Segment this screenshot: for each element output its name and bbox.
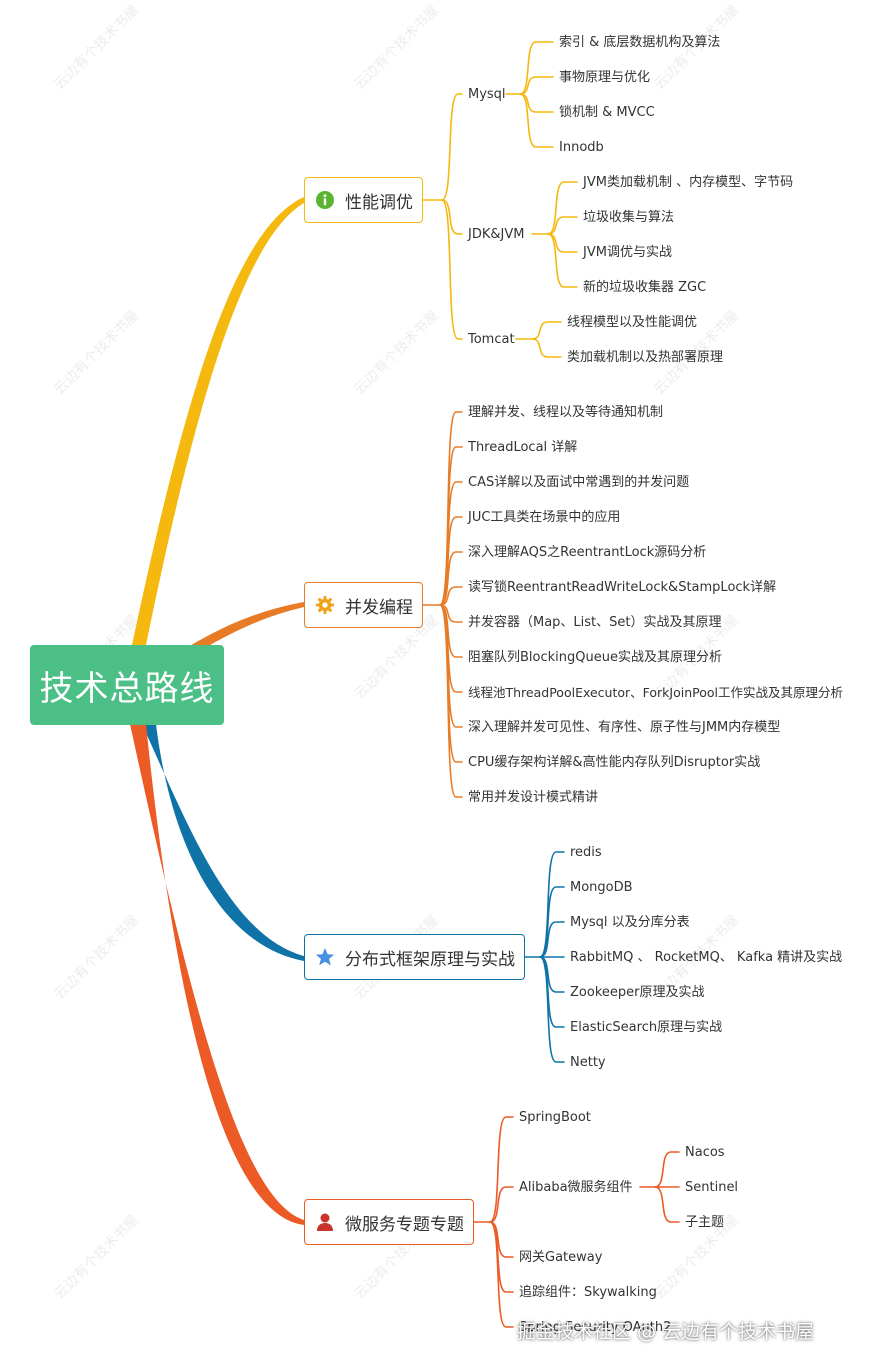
watermark-text: 云边有个技术书屋	[352, 2, 443, 93]
leaf-item[interactable]: 线程模型以及性能调优	[567, 315, 698, 330]
connector-line	[439, 551, 463, 606]
connector-line	[539, 921, 565, 958]
leaf-item[interactable]: 深入理解并发可见性、有序性、原子性与JMM内存模型	[468, 720, 781, 735]
connector-line	[547, 181, 578, 235]
connector-line	[531, 338, 562, 358]
leaf-item[interactable]: 垃圾收集与算法	[583, 210, 675, 225]
connector-line	[519, 76, 554, 95]
connector-line	[439, 604, 463, 693]
connector-line	[654, 1151, 680, 1188]
gear-icon	[315, 595, 335, 615]
leaf-item[interactable]: 深入理解AQS之ReentrantLock源码分析	[468, 545, 707, 560]
connector-line	[531, 321, 562, 340]
leaf-item[interactable]: 网关Gateway	[519, 1250, 603, 1265]
leaf-item[interactable]: 并发容器（Map、List、Set）实战及其原理	[468, 615, 722, 630]
connector-line	[489, 1221, 514, 1328]
star-icon	[315, 947, 335, 967]
leaf-item[interactable]: Sentinel	[685, 1180, 739, 1195]
leaf-item[interactable]: CPU缓存架构详解&高性能内存队列Disruptor实战	[468, 755, 761, 770]
trunk-microservices	[130, 724, 304, 1225]
branch-concurrency[interactable]: 并发编程	[304, 582, 423, 628]
leaf-item[interactable]: JVM调优与实战	[583, 245, 672, 260]
leaf-item[interactable]: 阻塞队列BlockingQueue实战及其原理分析	[468, 650, 722, 665]
connector-line	[519, 41, 554, 95]
leaf-item[interactable]: Nacos	[685, 1145, 725, 1160]
connector-line	[439, 604, 463, 798]
leaf-item[interactable]: 索引 & 底层数据机构及算法	[559, 35, 721, 50]
footer-watermark: 掘金技术社区 @ 云边有个技术书屋	[517, 1321, 815, 1343]
connector-line	[519, 93, 554, 148]
branch-label: 并发编程	[345, 597, 413, 618]
leaf-item[interactable]: SpringBoot	[519, 1110, 591, 1125]
leaf-item[interactable]: JUC工具类在场景中的应用	[468, 510, 621, 525]
leaf-item[interactable]: Netty	[570, 1055, 606, 1070]
branch-microservices[interactable]: 微服务专题专题	[304, 1199, 474, 1245]
leaf-item[interactable]: Spring Security OAuth2	[519, 1320, 672, 1335]
leaf-item[interactable]: JVM类加载机制 、内存模型、字节码	[583, 175, 794, 190]
root-node[interactable]: 技术总路线	[30, 645, 224, 725]
leaf-item[interactable]: 理解并发、线程以及等待通知机制	[468, 405, 664, 420]
connector-line	[489, 1116, 514, 1223]
leaf-item[interactable]: ElasticSearch原理与实战	[570, 1020, 723, 1035]
leaf-item[interactable]: 新的垃圾收集器 ZGC	[583, 280, 707, 295]
connector-line	[489, 1186, 514, 1223]
connector-line	[539, 886, 565, 958]
leaf-item[interactable]: 事物原理与优化	[559, 70, 651, 85]
watermark-text: 云边有个技术书屋	[52, 912, 143, 1003]
branch-label: 分布式框架原理与实战	[345, 949, 515, 970]
node-alibaba[interactable]: Alibaba微服务组件	[519, 1180, 633, 1195]
connector-line	[439, 411, 463, 606]
connector-line	[539, 956, 565, 1063]
leaf-item[interactable]: 类加载机制以及热部署原理	[567, 350, 724, 365]
leaf-item[interactable]: MongoDB	[570, 880, 633, 895]
watermark-text: 云边有个技术书屋	[52, 1212, 143, 1303]
trunk-distributed	[142, 724, 304, 961]
node-jdk-jvm[interactable]: JDK&JVM	[468, 227, 525, 242]
connector-line	[441, 93, 463, 201]
trunk-concurrency	[186, 602, 304, 652]
info-icon	[315, 190, 335, 210]
leaf-item[interactable]: 子主题	[685, 1215, 725, 1230]
branch-performance[interactable]: 性能调优	[304, 177, 423, 223]
leaf-item[interactable]: 常用并发设计模式精讲	[468, 790, 599, 805]
leaf-item[interactable]: Mysql 以及分库分表	[570, 915, 690, 930]
leaf-item[interactable]: 锁机制 & MVCC	[559, 105, 655, 120]
trunk-performance	[132, 197, 304, 645]
node-tomcat[interactable]: Tomcat	[468, 332, 515, 347]
watermark-text: 云边有个技术书屋	[352, 307, 443, 398]
connector-line	[439, 586, 463, 606]
leaf-item[interactable]: redis	[570, 845, 602, 860]
leaf-item[interactable]: 线程池ThreadPoolExecutor、ForkJoinPool工作实战及其…	[468, 685, 844, 700]
branch-label: 微服务专题专题	[345, 1214, 464, 1235]
connector-line	[539, 851, 565, 958]
branch-distributed[interactable]: 分布式框架原理与实战	[304, 934, 525, 980]
connector-line	[439, 516, 463, 606]
leaf-item[interactable]: ThreadLocal 详解	[468, 440, 578, 455]
branch-label: 性能调优	[345, 192, 413, 213]
leaf-item[interactable]: Innodb	[559, 140, 604, 155]
watermark-text: 云边有个技术书屋	[52, 2, 143, 93]
leaf-item[interactable]: 追踪组件：Skywalking	[519, 1285, 657, 1300]
watermark-text: 云边有个技术书屋	[52, 307, 143, 398]
user-icon	[315, 1212, 335, 1232]
trunk-layer	[130, 197, 304, 1225]
connector-line	[441, 199, 463, 235]
connector-line	[519, 93, 554, 113]
node-mysql[interactable]: Mysql	[468, 87, 506, 102]
connector-layer	[422, 41, 680, 1328]
connector-line	[547, 233, 578, 288]
connector-line	[654, 1186, 680, 1223]
leaf-item[interactable]: 读写锁ReentrantReadWriteLock&StampLock详解	[468, 580, 777, 595]
leaf-item[interactable]: CAS详解以及面试中常遇到的并发问题	[468, 475, 690, 490]
leaf-item[interactable]: RabbitMQ 、 RocketMQ、 Kafka 精讲及实战	[570, 950, 843, 965]
connector-line	[439, 604, 463, 728]
connector-line	[441, 199, 463, 340]
leaf-item[interactable]: Zookeeper原理及实战	[570, 985, 705, 1000]
connector-line	[547, 216, 578, 235]
